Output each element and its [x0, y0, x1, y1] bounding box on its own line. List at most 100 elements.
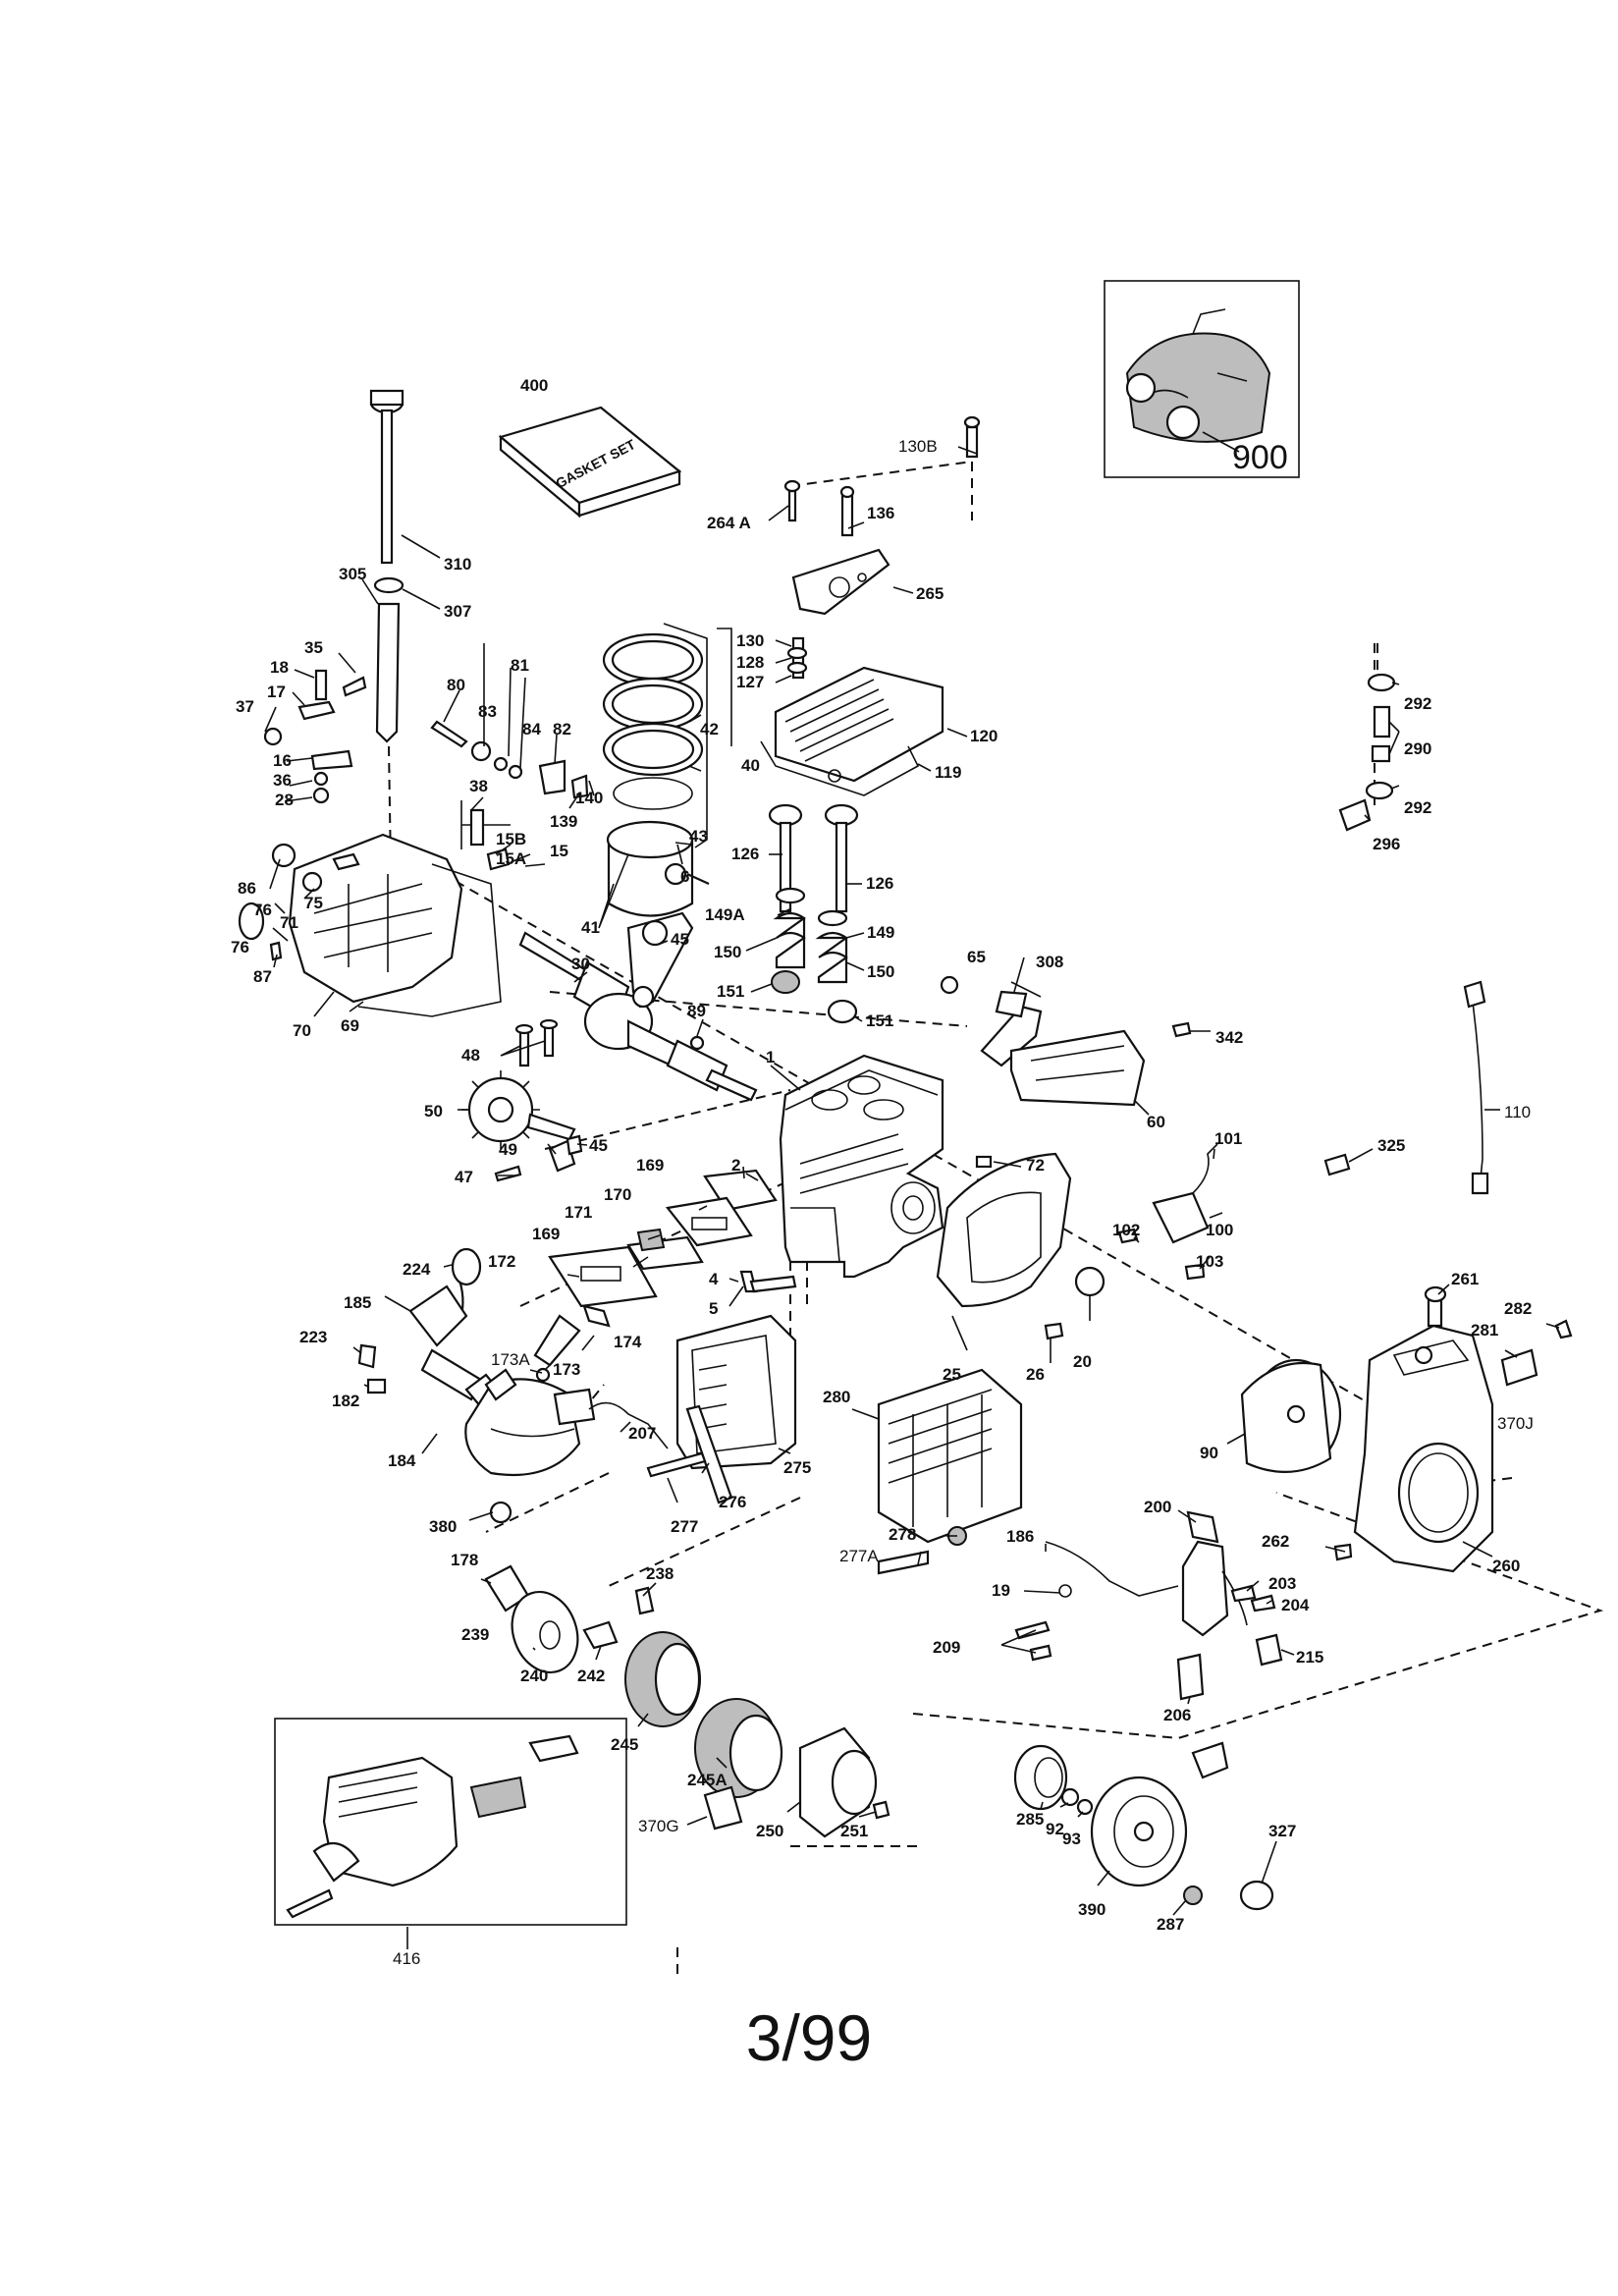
part-label-136: 136: [867, 504, 894, 522]
part-label-110: 110: [1504, 1103, 1531, 1121]
flywheel: [1240, 1358, 1342, 1473]
part-label-4: 4: [709, 1270, 719, 1288]
part-label-126a: 126: [731, 845, 759, 863]
blower-housing: [1333, 1285, 1573, 1573]
part-label-84: 84: [522, 720, 541, 738]
part-label-275: 275: [783, 1458, 811, 1477]
part-label-48: 48: [461, 1046, 480, 1065]
part-label-215: 215: [1296, 1648, 1323, 1667]
part-label-200: 200: [1144, 1498, 1171, 1516]
part-label-126b: 126: [866, 874, 893, 893]
part-label-18: 18: [270, 658, 289, 677]
part-label-186: 186: [1006, 1527, 1034, 1546]
part-label-325: 325: [1377, 1136, 1405, 1155]
part-label-102: 102: [1112, 1221, 1140, 1239]
part-label-65: 65: [967, 948, 986, 966]
part-label-277A: 277A: [839, 1547, 879, 1565]
part-label-150b: 150: [867, 962, 894, 981]
ignition-module: [1117, 1143, 1218, 1281]
part-label-151b: 151: [866, 1011, 893, 1030]
part-label-224: 224: [403, 1260, 431, 1279]
part-label-185: 185: [344, 1293, 371, 1312]
part-label-16: 16: [273, 751, 292, 770]
part-label-130B: 130B: [898, 437, 938, 456]
governor-parts: [263, 669, 589, 871]
part-label-281: 281: [1471, 1321, 1498, 1339]
part-label-17: 17: [267, 683, 286, 701]
part-label-239: 239: [461, 1625, 489, 1644]
part-label-264A: 264 A: [707, 514, 751, 532]
part-label-280: 280: [823, 1388, 850, 1406]
part-label-240: 240: [520, 1667, 548, 1685]
part-label-290: 290: [1404, 739, 1431, 758]
part-label-127: 127: [736, 673, 764, 691]
part-label-1: 1: [766, 1048, 775, 1066]
part-label-307: 307: [444, 602, 471, 621]
part-label-92: 92: [1046, 1820, 1064, 1838]
part-label-139: 139: [550, 812, 577, 831]
part-label-30: 30: [571, 955, 590, 973]
part-label-25: 25: [943, 1365, 961, 1384]
part-label-416: 416: [393, 1949, 420, 1968]
part-label-15: 15: [550, 842, 568, 860]
engine-block: [779, 1054, 993, 1279]
throttle-controls: [1014, 1510, 1283, 1701]
part-label-130: 130: [736, 631, 764, 650]
cam-gear: [461, 1018, 583, 1182]
part-label-209: 209: [933, 1638, 960, 1657]
part-label-184: 184: [388, 1451, 416, 1470]
crankcase-cover: [238, 833, 502, 1017]
part-label-70: 70: [293, 1021, 311, 1040]
part-label-262: 262: [1262, 1532, 1289, 1551]
part-label-89: 89: [687, 1002, 706, 1020]
part-label-238: 238: [646, 1564, 674, 1583]
part-label-182: 182: [332, 1392, 359, 1410]
backplate: [936, 1152, 1106, 1340]
part-label-308: 308: [1036, 953, 1063, 971]
part-label-149: 149: [867, 923, 894, 942]
part-label-15A: 15A: [496, 849, 526, 868]
part-label-93: 93: [1062, 1830, 1081, 1848]
part-label-261: 261: [1451, 1270, 1479, 1288]
valve-train: [768, 803, 859, 1024]
part-label-400: 400: [520, 376, 548, 395]
part-label-37: 37: [236, 697, 254, 716]
part-label-87: 87: [253, 967, 272, 986]
inset-416: [274, 1718, 627, 1926]
part-label-245: 245: [611, 1735, 638, 1754]
part-label-140: 140: [575, 789, 603, 807]
part-label-38: 38: [469, 777, 488, 795]
part-label-150a: 150: [714, 943, 741, 961]
part-label-42: 42: [700, 720, 719, 738]
part-label-305: 305: [339, 565, 366, 583]
part-label-173A: 173A: [491, 1350, 530, 1369]
part-label-43: 43: [689, 827, 708, 846]
part-label-28: 28: [275, 791, 294, 809]
part-label-49: 49: [499, 1140, 517, 1159]
part-label-169b: 169: [532, 1225, 560, 1243]
part-label-310: 310: [444, 555, 471, 574]
part-label-370G: 370G: [638, 1817, 679, 1835]
part-label-287: 287: [1157, 1915, 1184, 1934]
part-label-119: 119: [935, 763, 961, 782]
part-label-278: 278: [889, 1525, 916, 1544]
part-label-169a: 169: [636, 1156, 664, 1175]
fuel-valve-parts: [1338, 643, 1396, 832]
part-label-71: 71: [280, 913, 298, 932]
part-label-76b: 76: [231, 938, 249, 957]
part-label-390: 390: [1078, 1900, 1106, 1919]
part-label-86: 86: [238, 879, 256, 898]
part-label-80: 80: [447, 676, 465, 694]
part-labels: 400 310 305 307 35 18 17 37 16 36 28 80 …: [231, 376, 1534, 1968]
part-label-245A: 245A: [687, 1771, 728, 1789]
part-label-203: 203: [1268, 1574, 1296, 1593]
air-cleaner: [484, 1564, 890, 1838]
part-label-292b: 292: [1404, 798, 1431, 817]
part-label-204: 204: [1281, 1596, 1310, 1614]
part-label-103: 103: [1196, 1252, 1223, 1271]
crankshaft: [518, 911, 758, 1102]
part-label-206: 206: [1163, 1706, 1191, 1724]
part-label-101: 101: [1214, 1129, 1242, 1148]
breather-bracket: [940, 975, 1192, 1107]
part-label-207: 207: [628, 1424, 656, 1443]
